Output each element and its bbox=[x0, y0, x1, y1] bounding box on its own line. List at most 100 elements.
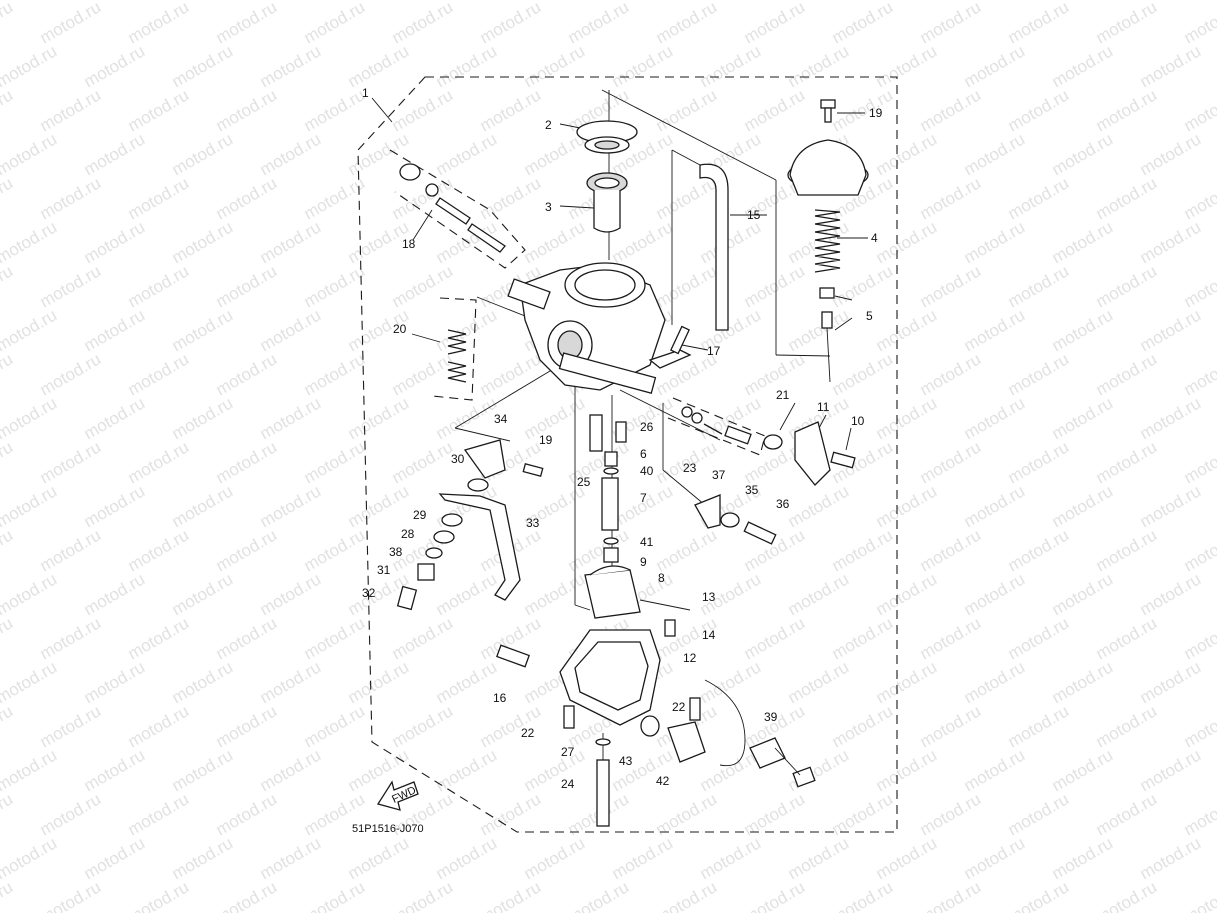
watermark-text: motod.ru bbox=[1137, 657, 1205, 707]
watermark-text: motod.ru bbox=[917, 173, 985, 223]
drain-tube-24 bbox=[595, 738, 611, 827]
top-cover bbox=[787, 139, 869, 196]
watermark-text: motod.ru bbox=[477, 0, 545, 47]
watermark-text: motod.ru bbox=[741, 613, 809, 663]
watermark-text: motod.ru bbox=[829, 701, 897, 751]
watermark-text: motod.ru bbox=[257, 657, 325, 707]
watermark-text: motod.ru bbox=[257, 745, 325, 795]
callout-17: 17 bbox=[707, 344, 721, 358]
watermark-text: motod.ru bbox=[1181, 613, 1217, 663]
watermark-text: motod.ru bbox=[257, 481, 325, 531]
watermark-text: motod.ru bbox=[37, 261, 105, 311]
watermark-text: motod.ru bbox=[125, 789, 193, 839]
watermark-text: motod.ru bbox=[37, 85, 105, 135]
callout-23: 23 bbox=[683, 461, 697, 475]
watermark-text: motod.ru bbox=[873, 305, 941, 355]
watermark-text: motod.ru bbox=[1181, 877, 1217, 913]
watermark-text: motod.ru bbox=[125, 0, 193, 47]
watermark-text: motod.ru bbox=[169, 41, 237, 91]
watermark-text: motod.ru bbox=[1093, 261, 1161, 311]
watermark-text: motod.ru bbox=[521, 833, 589, 883]
callout-8: 8 bbox=[658, 571, 665, 585]
watermark-text: motod.ru bbox=[741, 349, 809, 399]
watermark-text: motod.ru bbox=[1137, 745, 1205, 795]
watermark-text: motod.ru bbox=[433, 745, 501, 795]
watermark-text: motod.ru bbox=[873, 833, 941, 883]
watermark-text: motod.ru bbox=[213, 613, 281, 663]
watermark-text: motod.ru bbox=[1049, 393, 1117, 443]
watermark-text: motod.ru bbox=[301, 0, 369, 47]
watermark-text: motod.ru bbox=[785, 305, 853, 355]
watermark-text: motod.ru bbox=[37, 701, 105, 751]
wire-lead-39 bbox=[704, 679, 816, 788]
callout-20: 20 bbox=[393, 322, 407, 336]
watermark-text: motod.ru bbox=[1137, 305, 1205, 355]
watermark-text: motod.ru bbox=[1093, 349, 1161, 399]
watermark-text: motod.ru bbox=[961, 129, 1029, 179]
watermark-text: motod.ru bbox=[213, 261, 281, 311]
throttle-sensor-11 bbox=[763, 421, 856, 486]
watermark-text: motod.ru bbox=[125, 525, 193, 575]
watermark-text: motod.ru bbox=[257, 305, 325, 355]
watermark-text: motod.ru bbox=[829, 349, 897, 399]
watermark-text: motod.ru bbox=[873, 393, 941, 443]
watermark-text: motod.ru bbox=[169, 393, 237, 443]
watermark-text: motod.ru bbox=[1049, 217, 1117, 267]
watermark-text: motod.ru bbox=[0, 261, 16, 311]
watermark-text: motod.ru bbox=[1005, 789, 1073, 839]
watermark-text: motod.ru bbox=[389, 85, 457, 135]
watermark-text: motod.ru bbox=[169, 481, 237, 531]
watermark-text: motod.ru bbox=[81, 41, 149, 91]
watermark-text: motod.ru bbox=[1093, 525, 1161, 575]
watermark-text: motod.ru bbox=[565, 0, 633, 47]
heater-42-43 bbox=[640, 715, 706, 763]
screw-17 bbox=[670, 325, 690, 355]
callout-43: 43 bbox=[619, 754, 633, 768]
watermark-text: motod.ru bbox=[1005, 261, 1073, 311]
watermark-text: motod.ru bbox=[213, 701, 281, 751]
spring-set-20 bbox=[431, 297, 477, 401]
leader-lines bbox=[371, 89, 868, 790]
watermark-text: motod.ru bbox=[1181, 789, 1217, 839]
callout-33: 33 bbox=[526, 516, 540, 530]
watermark-text: motod.ru bbox=[741, 85, 809, 135]
watermark-text: motod.ru bbox=[37, 349, 105, 399]
watermark-text: motod.ru bbox=[301, 261, 369, 311]
diaphragm-2 bbox=[576, 120, 638, 154]
watermark-text: motod.ru bbox=[81, 393, 149, 443]
watermark-text: motod.ru bbox=[1049, 305, 1117, 355]
watermark-text: motod.ru bbox=[0, 701, 16, 751]
callout-40: 40 bbox=[640, 464, 654, 478]
watermark-text: motod.ru bbox=[1049, 481, 1117, 531]
callout-31: 31 bbox=[377, 563, 391, 577]
watermark-text: motod.ru bbox=[1137, 833, 1205, 883]
watermark-text: motod.ru bbox=[1005, 85, 1073, 135]
watermark-text: motod.ru bbox=[873, 41, 941, 91]
watermark-text: motod.ru bbox=[0, 217, 60, 267]
watermark-text: motod.ru bbox=[961, 41, 1029, 91]
watermark-text: motod.ru bbox=[1181, 525, 1217, 575]
callout-28: 28 bbox=[401, 527, 415, 541]
watermark-text: motod.ru bbox=[81, 481, 149, 531]
callout-6: 6 bbox=[640, 447, 647, 461]
watermark-text: motod.ru bbox=[125, 701, 193, 751]
watermark-text: motod.ru bbox=[477, 173, 545, 223]
watermark-text: motod.ru bbox=[917, 261, 985, 311]
watermark-text: motod.ru bbox=[169, 569, 237, 619]
watermark-text: motod.ru bbox=[169, 745, 237, 795]
watermark-text: motod.ru bbox=[653, 877, 721, 913]
watermark-text: motod.ru bbox=[1049, 745, 1117, 795]
callout-19-lower: 19 bbox=[539, 433, 553, 447]
watermark-text: motod.ru bbox=[0, 525, 16, 575]
watermark-text: motod.ru bbox=[697, 41, 765, 91]
carburetor-body bbox=[507, 262, 692, 394]
callout-5: 5 bbox=[866, 309, 873, 323]
float-8 bbox=[584, 565, 691, 619]
callout-18: 18 bbox=[402, 237, 416, 251]
watermark-text: motod.ru bbox=[213, 877, 281, 913]
watermark-text: motod.ru bbox=[1093, 789, 1161, 839]
watermark-text: motod.ru bbox=[1181, 85, 1217, 135]
watermark-text: motod.ru bbox=[873, 217, 941, 267]
watermark-text: motod.ru bbox=[169, 305, 237, 355]
